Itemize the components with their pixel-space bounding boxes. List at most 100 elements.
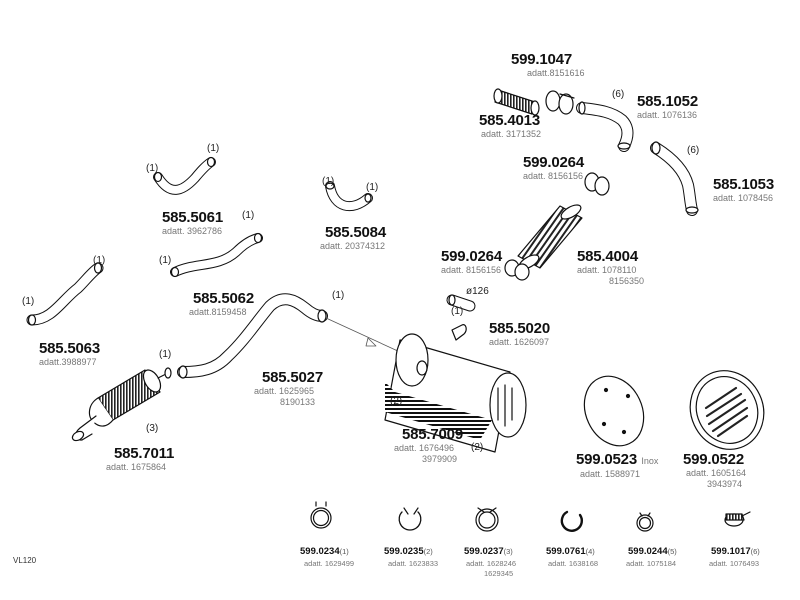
qty-marker: (4) — [585, 547, 595, 556]
part-label-585-5061[interactable]: 585.5061 adatt. 3962786 — [162, 210, 223, 236]
part-number: 599.0264 — [441, 248, 502, 265]
part-label-585-4013[interactable]: 585.4013 adatt. 3171352 — [479, 113, 541, 139]
alt-number: adatt. 3171352 — [481, 129, 542, 139]
alt-number: adatt. 1676496 — [394, 443, 455, 453]
qty-marker: (6) — [750, 547, 760, 556]
clamp-599-0235-icon — [398, 507, 422, 531]
pipe-585-5027-drawing — [177, 293, 328, 379]
part-label-585-7011[interactable]: 585.7011 adatt. 1675864 — [106, 445, 175, 472]
part-label-585-1053[interactable]: 585.1053 adatt. 1078456 — [713, 177, 774, 203]
part-label-599-1047[interactable]: 599.1047 adatt.8151616 — [511, 52, 585, 78]
part-label-585-1052[interactable]: 585.1052 adatt. 1076136 — [637, 94, 698, 120]
clamp-label-599-0237[interactable]: 599.0237(3) adatt. 1628246 1629345 — [464, 542, 516, 577]
part-number: 599.0237 — [464, 546, 504, 557]
qty-marker: (3) — [503, 547, 513, 556]
bellows-599-1047-drawing — [493, 88, 540, 116]
alt-number: adatt.8151616 — [527, 68, 585, 78]
clamp-label-599-0235[interactable]: 599.0235(2) adatt. 1623833 — [384, 542, 438, 568]
alt-number: adatt. 20374312 — [320, 241, 386, 251]
part-label-585-7009[interactable]: 585.7009 adatt. 1676496 3979909 — [394, 427, 463, 464]
alt-number-2: 3979909 — [422, 454, 458, 464]
elbow-585-1052-drawing — [576, 101, 634, 152]
pipe-585-1053-drawing — [650, 141, 699, 216]
qty-marker: (1) — [22, 296, 35, 307]
clamp-599-0234-icon — [310, 501, 332, 529]
part-number: 585.4004 — [577, 248, 638, 265]
flex-hose-585-4004-drawing — [517, 204, 583, 270]
stub-585-5020-drawing — [446, 294, 476, 312]
qty-marker: (1) — [322, 176, 335, 187]
qty-marker: (1) — [339, 547, 349, 556]
pipe-585-5084-drawing — [325, 181, 373, 212]
clamps-585-4013-drawing — [545, 90, 575, 115]
alt-number: adatt. 1078456 — [713, 193, 774, 203]
part-number: 585.5084 — [325, 224, 386, 241]
alt-number: adatt. 1076136 — [637, 110, 698, 120]
part-label-585-4004[interactable]: 585.4004 adatt. 1078110 8156350 — [577, 249, 644, 286]
part-label-585-5084[interactable]: 585.5084 adatt. 20374312 — [320, 224, 386, 251]
qty-marker: (1) — [451, 306, 464, 317]
alt-number: adatt. 8156156 — [523, 171, 584, 181]
pipe-585-5063-drawing — [26, 262, 104, 326]
part-number: 599.1047 — [511, 51, 572, 68]
part-label-585-5027[interactable]: 585.5027 adatt. 1625965 8190133 — [254, 369, 323, 407]
part-number: 599.0235 — [384, 546, 424, 557]
part-number: 599.0234 — [300, 546, 340, 557]
part-label-585-5020[interactable]: 585.5020 adatt. 1626097 — [489, 321, 550, 347]
qty-marker: (3) — [146, 423, 159, 434]
part-number: 585.1053 — [713, 176, 774, 193]
part-label-599-0522[interactable]: 599.0522 adatt. 1605164 3943974 — [683, 452, 746, 489]
clamp-label-599-1017[interactable]: 599.1017(6) adatt. 1076493 — [709, 542, 760, 568]
part-number: 585.7011 — [114, 445, 175, 462]
alt-number-2: 8190133 — [280, 397, 316, 407]
alt-number-2: 8156350 — [609, 276, 645, 286]
part-number: 599.0264 — [523, 154, 584, 171]
part-number: 585.5020 — [489, 320, 550, 337]
qty-marker: (1) — [146, 163, 159, 174]
clamp-599-0264-upper-drawing — [584, 172, 610, 196]
qty-marker: (1) — [366, 182, 379, 193]
qty-marker: (2) — [390, 396, 403, 407]
part-label-599-0523[interactable]: 599.0523 Inox adatt. 1588971 — [576, 452, 658, 479]
alt-number: adatt. 8156156 — [441, 265, 502, 275]
alt-number: adatt. 1629499 — [304, 559, 355, 568]
alt-number-2: 1629345 — [484, 568, 514, 578]
qty-marker: (6) — [612, 89, 625, 100]
alt-number: adatt. 1588971 — [580, 469, 641, 479]
alt-number: adatt. 1623833 — [388, 559, 439, 568]
diagram-code: VL120 — [13, 556, 37, 565]
material-note: Inox — [641, 456, 659, 466]
qty-marker: (2) — [471, 442, 484, 453]
part-number: 599.0523 — [576, 451, 637, 468]
alt-number: adatt. 3962786 — [162, 226, 223, 236]
clamp-label-599-0761[interactable]: 599.0761(4) adatt. 1638168 — [546, 542, 598, 568]
clamp-599-0761-icon — [560, 510, 583, 532]
part-number: 585.4013 — [479, 112, 540, 129]
alt-number: adatt. 1675864 — [106, 462, 167, 472]
pipe-585-5062-drawing — [170, 232, 263, 278]
clamp-label-599-0234[interactable]: 599.0234(1) adatt. 1629499 — [300, 542, 354, 568]
part-number: 599.0244 — [628, 546, 668, 557]
alt-number: adatt. 1638168 — [548, 559, 599, 568]
clamp-599-0264-lower-drawing — [504, 259, 530, 281]
qty-marker: (5) — [667, 547, 677, 556]
part-label-599-0264-upper[interactable]: 599.0264 adatt. 8156156 — [523, 155, 584, 181]
qty-marker: (1) — [242, 210, 255, 221]
pipe-585-5061-drawing — [153, 156, 216, 195]
part-label-585-5062[interactable]: 585.5062 adatt.8159458 — [189, 290, 254, 317]
alt-number: adatt. 1628246 — [466, 559, 517, 568]
clamp-599-0237-icon — [475, 507, 499, 532]
part-number: 585.5027 — [262, 369, 323, 386]
qty-marker: (6) — [687, 145, 700, 156]
part-label-585-5063[interactable]: 585.5063 adatt.3988977 — [39, 341, 100, 367]
part-number: 585.5062 — [193, 290, 254, 307]
clamp-599-0244-icon — [636, 512, 654, 532]
alt-number: adatt. 1625965 — [254, 386, 315, 396]
qty-marker: (1) — [159, 255, 172, 266]
part-label-599-0264-lower[interactable]: 599.0264 adatt. 8156156 — [441, 249, 502, 275]
clamp-label-599-0244[interactable]: 599.0244(5) adatt. 1075184 — [626, 542, 677, 568]
grille-599-0522-drawing — [689, 370, 765, 450]
alt-number: adatt. 1078110 — [577, 265, 637, 275]
part-number: 599.0761 — [546, 546, 586, 557]
